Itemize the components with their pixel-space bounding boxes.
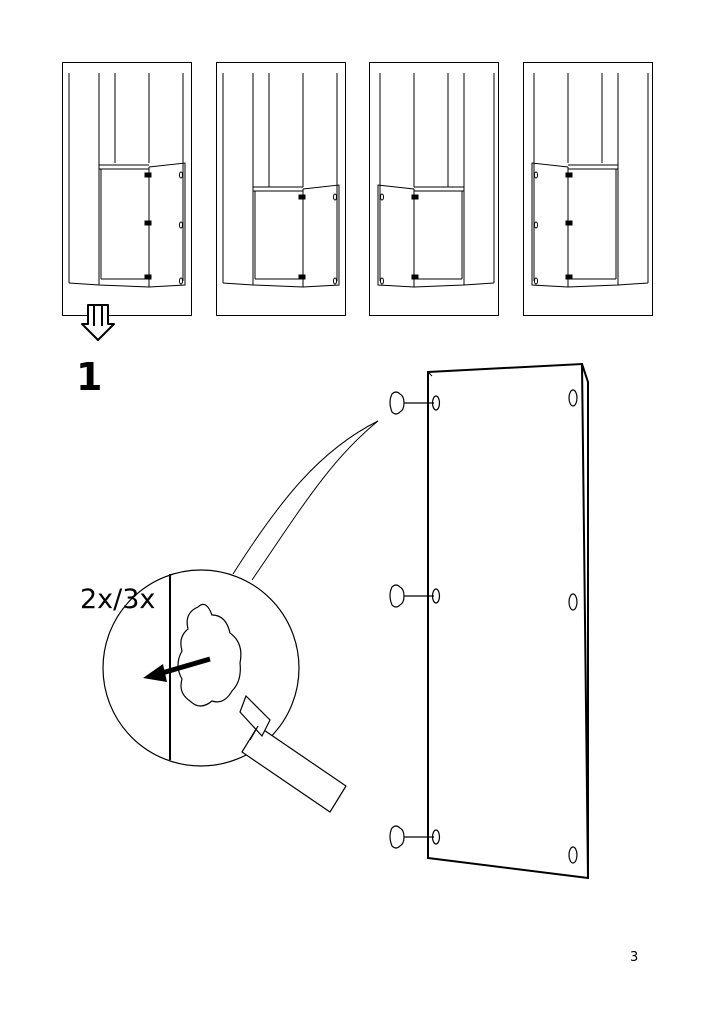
screwdriver-icon [239,694,347,813]
cabinet-left-hinge-bottom-illustration [377,73,495,288]
cabinet-left-hinge-top-illustration [531,73,649,288]
overview-panel-4 [523,62,653,316]
page-number: 3 [630,950,639,965]
double-down-arrow-icon [81,304,115,341]
cabinet-right-hinge-bottom-illustration [222,73,340,288]
hinge-holes [568,389,578,864]
bumper-pads [389,391,405,849]
callout-leader [232,420,379,581]
cabinet-right-hinge-top-illustration [68,73,186,288]
step-number: 1 [76,355,103,399]
quantity-label: 2x/3x [80,584,156,615]
door-panel [427,362,590,880]
overview-panel-1 [62,62,192,316]
overview-panel-3 [369,62,499,316]
arrow-left-icon [143,656,211,682]
bumper-holes [404,395,441,845]
overview-panel-2 [216,62,346,316]
